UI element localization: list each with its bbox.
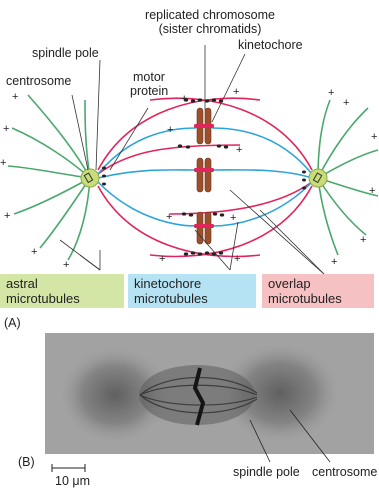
motor-protein-dots: [102, 98, 306, 255]
scale-bar-label: 10 μm: [55, 474, 90, 488]
legend-astral-line2: microtubules: [6, 291, 124, 306]
plus-sign: +: [234, 253, 240, 265]
plus-sign: +: [343, 97, 349, 109]
plus-sign: +: [63, 259, 69, 271]
plus-sign: +: [31, 246, 37, 258]
plus-sign: +: [371, 131, 377, 143]
chromosomes: [197, 108, 211, 244]
legend-astral-line1: astral: [6, 276, 124, 291]
plus-sign: +: [236, 144, 242, 156]
plus-sign: +: [0, 157, 6, 169]
motor-label-line2: protein: [130, 84, 168, 98]
replicated-chromosome-label: replicated chromosome: [135, 8, 285, 22]
plus-sign: +: [331, 256, 337, 268]
motor-label-line1: motor: [133, 70, 165, 84]
plus-sign: +: [369, 185, 375, 197]
plus-sign: +: [166, 211, 172, 223]
leader-lines: [60, 45, 325, 275]
plus-sign: +: [233, 86, 239, 98]
micrograph-spindle-pole-label: spindle pole: [233, 465, 300, 479]
spindle-micrograph: [45, 333, 374, 454]
legend-overlap-line1: overlap: [268, 276, 374, 291]
legend-overlap-line2: microtubules: [268, 291, 374, 306]
sister-chromatids-label: (sister chromatids): [135, 22, 285, 36]
astral-microtubules-left: [8, 95, 90, 260]
panel-a-letter: (A): [4, 316, 21, 330]
panel-b-letter: (B): [18, 455, 35, 469]
centrosome-label: centrosome: [6, 74, 71, 88]
micrograph-centrosome-label: centrosome: [312, 465, 377, 479]
legend-kinetochore: kinetochore microtubules: [128, 274, 256, 308]
spindle-pole-label: spindle pole: [32, 46, 99, 60]
plus-sign: +: [360, 234, 366, 246]
plus-sign: +: [12, 91, 18, 103]
plus-sign: +: [3, 123, 9, 135]
kinetochore-label: kinetochore: [238, 38, 303, 52]
plus-sign: +: [167, 124, 173, 136]
plus-sign: +: [159, 253, 165, 265]
legend-kinetochore-line1: kinetochore: [134, 276, 256, 291]
centrosome-left: [81, 169, 99, 187]
legend-astral: astral microtubules: [0, 274, 124, 308]
legend-overlap: overlap microtubules: [262, 274, 374, 308]
plus-sign: +: [181, 93, 187, 105]
plus-sign: +: [4, 210, 10, 222]
centrosome-right: [309, 169, 327, 187]
plus-sign: +: [328, 87, 334, 99]
legend-kinetochore-line2: microtubules: [134, 291, 256, 306]
plus-sign: +: [230, 212, 236, 224]
